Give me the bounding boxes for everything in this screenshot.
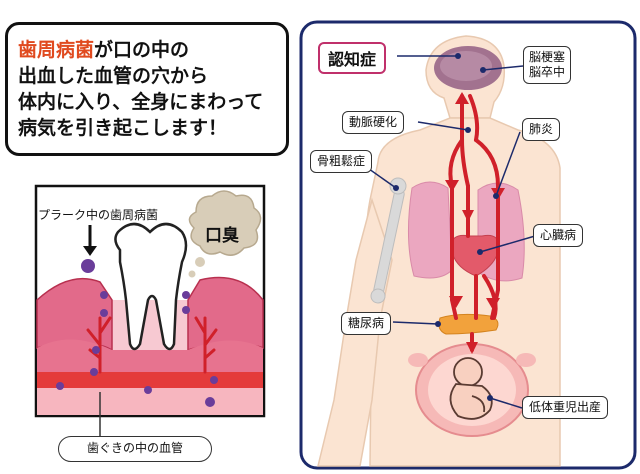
fetus (449, 357, 493, 420)
plaque-bacteria-label: プラーク中の歯周病菌 (38, 208, 159, 222)
bacteria-dots (56, 259, 218, 407)
pancreas (438, 313, 499, 335)
headline-line-2: 出血した血管の穴から (18, 65, 209, 87)
dementia-label: 認知症 (318, 42, 387, 74)
headline-box: 歯周病菌が口の中の 出血した血管の穴から 体内に入り、全身にまわって 病気を引き… (5, 22, 289, 156)
headline-line-1: 歯周病菌が口の中の (18, 39, 190, 61)
bad-breath-label: 口臭 (205, 226, 239, 246)
plaque-arrow (83, 225, 97, 256)
gum-vessel-caption: 歯ぐきの中の血管 (58, 436, 212, 462)
headline-line-4: 病気を引き起こします！ (18, 117, 228, 139)
stroke-label: 脳梗塞 脳卒中 (523, 46, 572, 84)
tooth (114, 222, 188, 351)
bad-breath-cloud (188, 190, 262, 278)
osteoporosis-label: 骨粗鬆症 (310, 150, 373, 173)
gum-blood-vessels (86, 316, 218, 374)
diabetes-label: 糖尿病 (341, 312, 392, 335)
leader-lines (361, 55, 536, 409)
pneumonia-label: 肺炎 (522, 118, 561, 141)
heart-disease-label: 心臓病 (533, 224, 584, 247)
headline-accent: 歯周病菌 (18, 39, 95, 61)
leader-dots (393, 53, 499, 401)
headline-line-3: 体内に入り、全身にまわって (18, 91, 264, 113)
low-birth-weight-label: 低体重児出産 (522, 396, 609, 419)
arteriosclerosis-label: 動脈硬化 (342, 111, 405, 134)
brain (434, 46, 502, 90)
